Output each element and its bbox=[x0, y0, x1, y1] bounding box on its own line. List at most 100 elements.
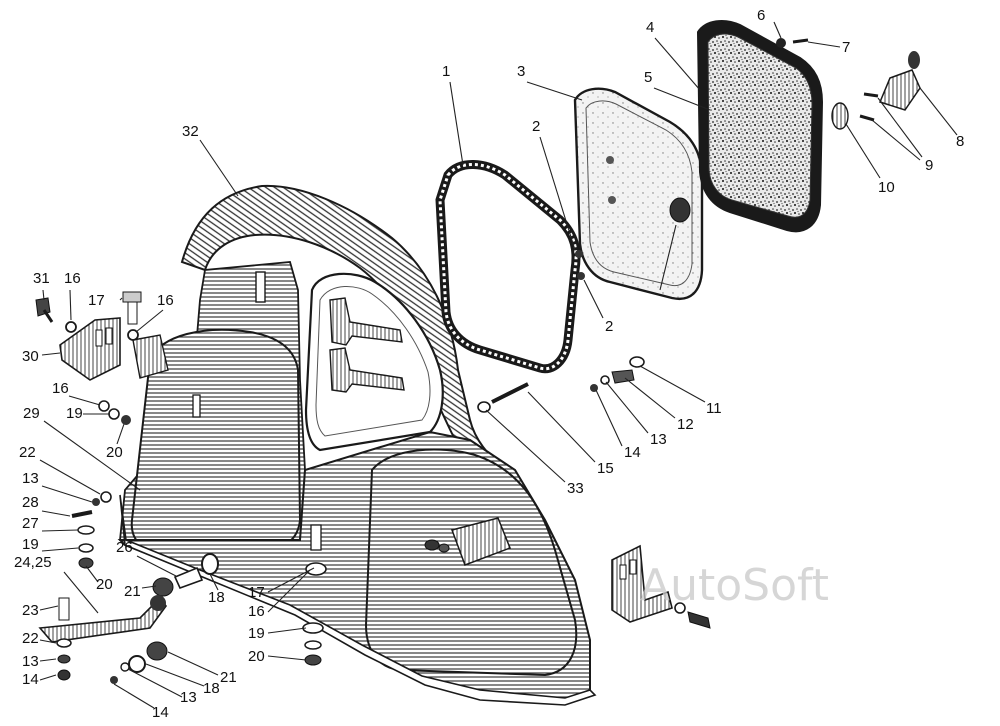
callout-10: 10 bbox=[878, 179, 895, 196]
callout-6: 6 bbox=[757, 7, 765, 24]
callout-22a: 22 bbox=[19, 444, 36, 461]
callout-1: 1 bbox=[442, 63, 450, 80]
callout-12: 12 bbox=[677, 416, 694, 433]
callout-19a: 19 bbox=[66, 405, 83, 422]
callout-19b: 19 bbox=[22, 536, 39, 553]
callout-21b: 21 bbox=[220, 669, 237, 686]
leader-line bbox=[41, 529, 79, 532]
leader-line bbox=[526, 81, 583, 101]
leader-line bbox=[136, 555, 177, 577]
leader-line bbox=[199, 139, 239, 197]
leader-line bbox=[583, 279, 604, 319]
leader-line bbox=[135, 309, 164, 333]
leader-line bbox=[41, 510, 71, 517]
callout-18b: 18 bbox=[203, 680, 220, 697]
callout-17a: 17 bbox=[88, 292, 105, 309]
callout-5: 5 bbox=[644, 69, 652, 86]
leader-line bbox=[63, 571, 99, 614]
callout-16b: 16 bbox=[157, 292, 174, 309]
leader-line bbox=[39, 605, 59, 611]
leader-line bbox=[639, 365, 706, 403]
leader-line bbox=[113, 683, 155, 709]
gasket-part-1 bbox=[435, 160, 581, 374]
callout-27: 27 bbox=[22, 515, 39, 532]
callout-33: 33 bbox=[567, 480, 584, 497]
callout-2a: 2 bbox=[532, 118, 540, 135]
callout-21a: 21 bbox=[124, 583, 141, 600]
callout-labels: 1 2 2 3 4 5 6 7 8 9 10 11 12 13 14 15 33… bbox=[14, 7, 964, 721]
leader-line bbox=[267, 655, 307, 661]
filter-mesh-part-5 bbox=[696, 19, 824, 233]
callout-24-25: 24,25 bbox=[14, 554, 52, 571]
leader-line bbox=[871, 119, 921, 161]
leader-lines bbox=[39, 21, 958, 709]
callout-16d: 16 bbox=[248, 603, 265, 620]
leader-line bbox=[919, 87, 958, 136]
leader-line bbox=[68, 395, 101, 406]
callout-15: 15 bbox=[597, 460, 614, 477]
callout-13d: 13 bbox=[180, 689, 197, 706]
housing-part-32 bbox=[117, 184, 597, 706]
callout-17b: 17 bbox=[248, 584, 265, 601]
callout-7: 7 bbox=[842, 39, 850, 56]
callout-13b: 13 bbox=[22, 470, 39, 487]
callout-16a: 16 bbox=[64, 270, 81, 287]
watermark: AutoSoft bbox=[640, 560, 829, 611]
leader-line bbox=[624, 377, 676, 419]
leader-line bbox=[209, 573, 219, 591]
leader-line bbox=[39, 658, 57, 662]
leader-line bbox=[845, 123, 881, 179]
leader-line bbox=[39, 459, 101, 495]
leader-line bbox=[41, 352, 61, 356]
callout-29: 29 bbox=[23, 405, 40, 422]
callout-9: 9 bbox=[925, 157, 933, 174]
callout-20c: 20 bbox=[248, 648, 265, 665]
leader-line bbox=[267, 569, 311, 613]
callout-11: 11 bbox=[706, 400, 722, 417]
callout-14b: 14 bbox=[22, 671, 39, 688]
callout-32: 32 bbox=[182, 123, 199, 140]
inner-panel-part-3 bbox=[573, 87, 704, 301]
callout-31: 31 bbox=[33, 270, 50, 287]
callout-14c: 14 bbox=[152, 704, 169, 721]
leader-line bbox=[119, 297, 123, 301]
leader-line bbox=[527, 391, 596, 463]
leader-line bbox=[85, 565, 99, 583]
callout-3: 3 bbox=[517, 63, 525, 80]
leader-line bbox=[41, 485, 93, 503]
callout-19c: 19 bbox=[248, 625, 265, 642]
callout-2b: 2 bbox=[605, 318, 613, 335]
callout-30: 30 bbox=[22, 348, 39, 365]
callout-14a: 14 bbox=[624, 444, 641, 461]
callout-8: 8 bbox=[956, 133, 964, 150]
callout-13c: 13 bbox=[22, 653, 39, 670]
callout-20b: 20 bbox=[96, 576, 113, 593]
callout-26: 26 bbox=[116, 539, 133, 556]
leader-line bbox=[141, 585, 157, 589]
leader-line bbox=[485, 409, 566, 483]
callout-23: 23 bbox=[22, 602, 39, 619]
leader-line bbox=[267, 567, 315, 593]
leader-line bbox=[69, 289, 72, 321]
leader-line bbox=[145, 663, 205, 687]
callout-13a: 13 bbox=[650, 431, 667, 448]
leader-line bbox=[116, 423, 125, 445]
leader-line bbox=[39, 639, 57, 644]
callout-4: 4 bbox=[646, 19, 654, 36]
leader-line bbox=[595, 389, 623, 447]
leader-line bbox=[449, 81, 464, 166]
leader-line bbox=[539, 136, 576, 251]
leader-line bbox=[654, 37, 701, 91]
callout-20a: 20 bbox=[106, 444, 123, 461]
leader-line bbox=[42, 289, 45, 301]
callout-22b: 22 bbox=[22, 630, 39, 647]
leader-line bbox=[267, 627, 307, 634]
callout-18a: 18 bbox=[208, 589, 225, 606]
leader-line bbox=[807, 41, 841, 48]
leader-line bbox=[653, 87, 711, 111]
leader-line bbox=[605, 381, 649, 434]
leader-line bbox=[43, 420, 141, 491]
leader-line bbox=[877, 97, 923, 158]
